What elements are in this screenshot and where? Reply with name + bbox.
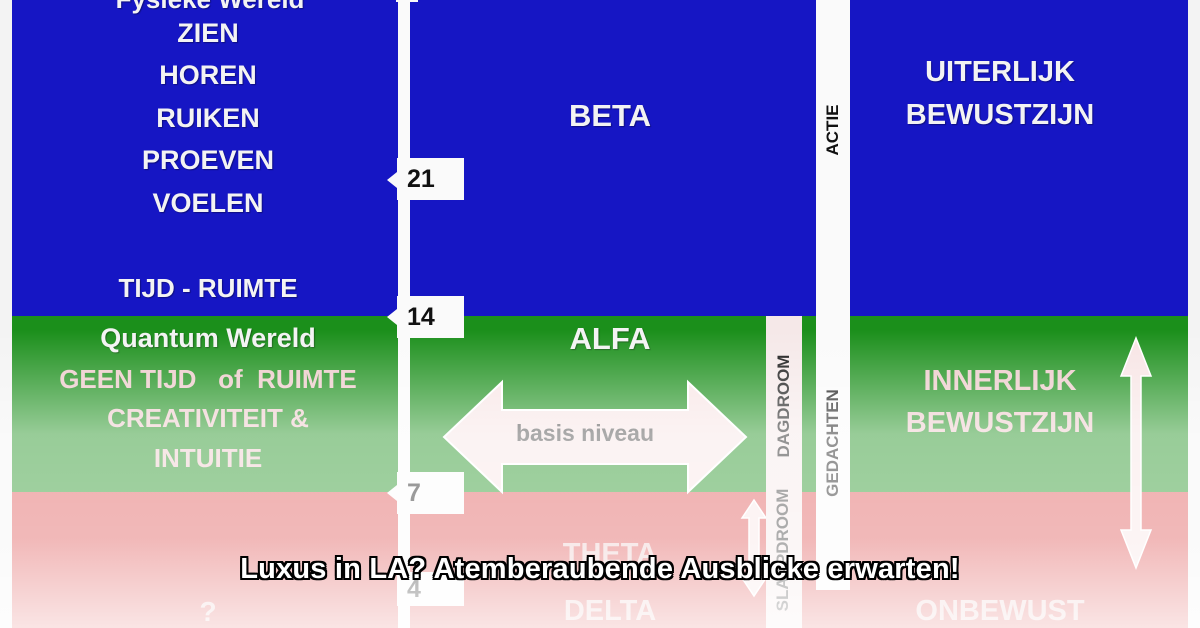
daydream-label: DAGDROOM <box>774 354 793 458</box>
scale-mark-14-label: 14 <box>407 302 435 331</box>
thoughts-label: GEDACHTEN <box>823 389 842 497</box>
unconscious-label: ONBEWUST <box>915 595 1085 627</box>
sense-hear: HOREN <box>159 60 257 90</box>
quantum-world-heading: Quantum Wereld <box>100 323 316 353</box>
delta-label: DELTA <box>563 595 657 627</box>
scale-pointer-7 <box>387 485 397 501</box>
sense-feel: VOELEN <box>152 188 264 218</box>
quantum-creativity: CREATIVITEIT & <box>107 403 309 433</box>
sense-smell: RUIKEN <box>156 103 260 133</box>
sense-see: ZIEN <box>177 18 239 48</box>
physical-world-heading: Fysieke Wereld <box>90 0 330 12</box>
beta-label: BETA <box>568 98 652 133</box>
scale-mark-7-label: 7 <box>407 478 421 507</box>
alfa-label: ALFA <box>569 321 651 356</box>
time-space-label: TIJD - RUIMTE <box>118 273 298 303</box>
action-label: ACTIE <box>823 104 842 156</box>
inner-consciousness-line2: BEWUSTZIJN <box>905 407 1095 439</box>
scale-mark-21-label: 21 <box>407 164 435 193</box>
beta-band <box>12 0 1188 316</box>
quantum-no-time-space: GEEN TIJD of RUIMTE <box>59 364 357 394</box>
outer-consciousness-line1: UITERLIJK <box>925 56 1075 88</box>
inner-consciousness-line1: INNERLIJK <box>923 365 1077 397</box>
headline-caption: Luxus in LA? Atemberaubende Ausblicke er… <box>240 553 960 585</box>
long-updown-arrow-icon <box>1119 336 1153 570</box>
scale-top-marker <box>396 0 418 2</box>
unknown-label: ? <box>199 596 217 627</box>
basis-level-label: basis niveau <box>515 420 655 446</box>
sense-taste: PROEVEN <box>141 145 275 175</box>
outer-consciousness-line2: BEWUSTZIJN <box>905 99 1095 131</box>
sleepdream-label: SLAAPDROOM <box>773 488 792 612</box>
scale-mark-21: 21 <box>397 158 464 200</box>
scale-mark-14: 14 <box>397 296 464 338</box>
scale-pointer-21 <box>387 172 397 188</box>
quantum-intuition: INTUITIE <box>153 443 263 473</box>
scale-pointer-14 <box>387 309 397 325</box>
